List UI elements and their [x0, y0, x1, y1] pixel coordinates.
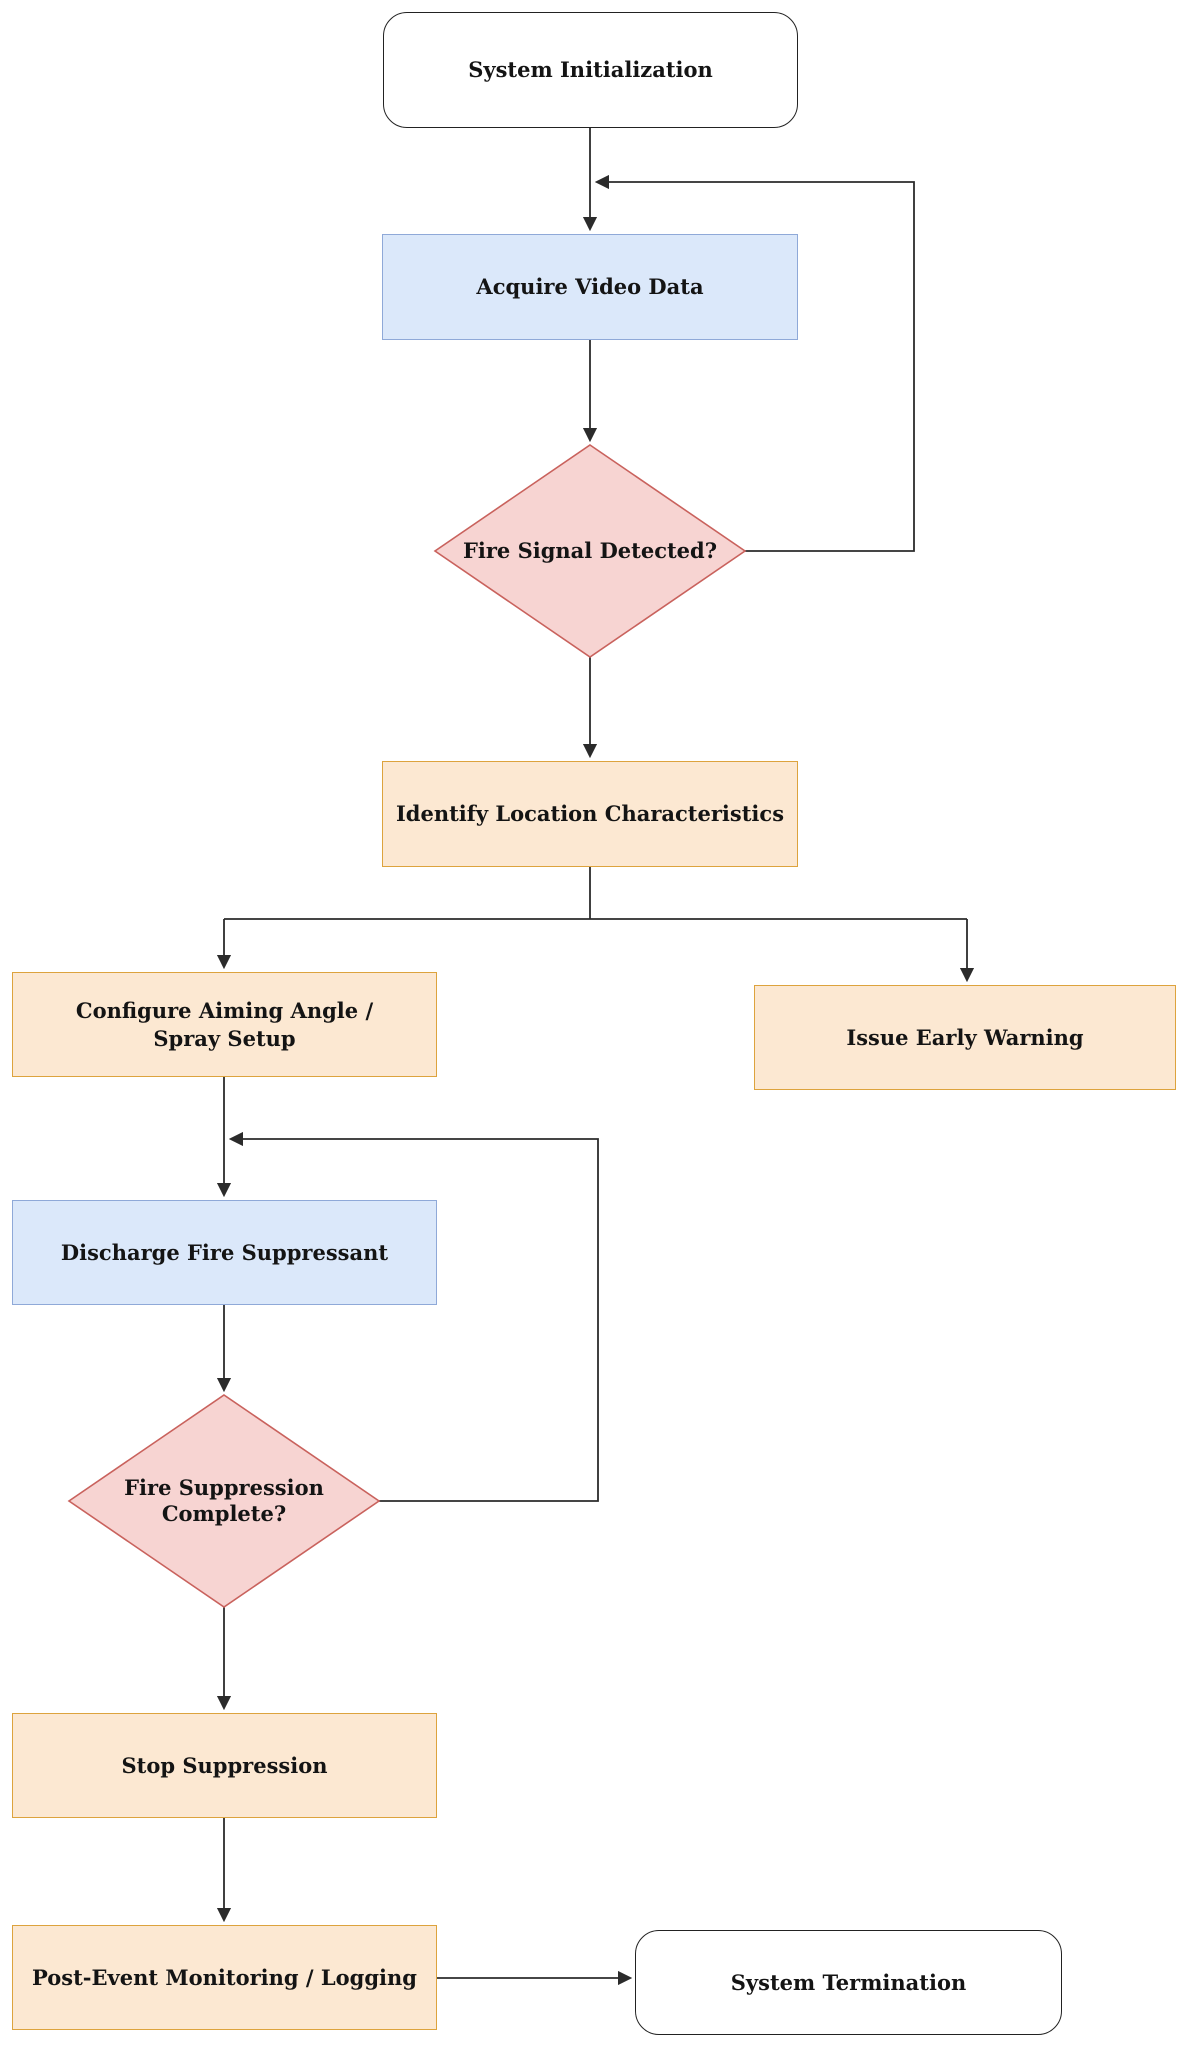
node-label: Post-Event Monitoring / Logging: [32, 1964, 417, 1990]
node-label: Acquire Video Data: [476, 274, 704, 300]
decision-suppression-complete-shape: [67, 1394, 381, 1608]
node-label: Fire Signal Detected?: [462, 537, 718, 563]
node-stop-suppression: Stop Suppression: [12, 1713, 437, 1818]
edge-loop-fire-signal: [594, 174, 915, 552]
node-identify-location-characteristics: Identify Location Characteristics: [382, 761, 798, 867]
node-acquire-video-data: Acquire Video Data: [382, 234, 798, 340]
node-issue-early-warning: Issue Early Warning: [754, 985, 1176, 1090]
node-label: System Initialization: [468, 57, 713, 83]
node-configure-aiming-angle-spray-setup: Configure Aiming Angle / Spray Setup: [12, 972, 437, 1077]
node-system-termination: System Termination: [635, 1930, 1062, 2035]
node-label: Fire Suppression Complete?: [124, 1474, 324, 1526]
node-label: Stop Suppression: [121, 1752, 328, 1778]
edge-identify-branch-rail: [224, 867, 967, 920]
node-fire-signal-detected: Fire Signal Detected?: [440, 521, 740, 581]
node-fire-suppression-complete: Fire Suppression Complete?: [104, 1451, 344, 1551]
decision-fire-signal-shape: [433, 444, 747, 658]
node-label: Discharge Fire Suppressant: [60, 1239, 389, 1265]
node-label: Identify Location Characteristics: [395, 801, 785, 827]
node-label: Configure Aiming Angle / Spray Setup: [75, 998, 374, 1051]
node-system-initialization: System Initialization: [383, 12, 798, 128]
node-label: System Termination: [730, 1969, 967, 1995]
node-label: Issue Early Warning: [846, 1024, 1084, 1050]
node-post-event-monitoring-logging: Post-Event Monitoring / Logging: [12, 1925, 437, 2030]
edge-loop-suppression: [228, 1131, 599, 1502]
node-discharge-fire-suppressant: Discharge Fire Suppressant: [12, 1200, 437, 1305]
